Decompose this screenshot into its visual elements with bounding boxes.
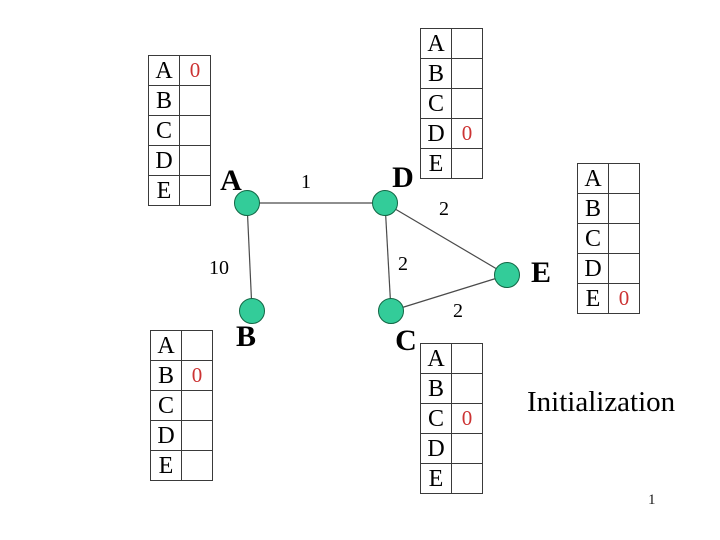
page-number: 1 [648,492,656,508]
distance-value-cell [452,59,483,89]
edge-c-e [390,274,508,312]
distance-value-cell [452,464,483,494]
distance-label-cell: B [421,374,452,404]
node-label-a: A [220,164,242,197]
distance-value-cell [452,374,483,404]
node-label-c: C [395,324,417,357]
distance-label-cell: B [578,194,609,224]
distance-label-cell: D [421,434,452,464]
distance-label-cell: D [149,146,180,176]
distance-label-cell: A [149,56,180,86]
distance-label-cell: E [578,284,609,314]
distance-value-cell [452,344,483,374]
distance-label-cell: A [421,344,452,374]
edge-a-b [246,202,253,312]
distance-table-c: A B C 0 D E [420,343,483,494]
distance-value-cell [609,224,640,254]
distance-label-cell: C [578,224,609,254]
distance-value-cell [452,149,483,179]
distance-table-a: A 0 B C D E [148,55,211,206]
distance-value-cell [452,29,483,59]
distance-label-cell: D [421,119,452,149]
node-a [234,190,260,216]
distance-label-cell: E [421,464,452,494]
node-label-e: E [530,256,552,289]
distance-label-cell: C [421,404,452,434]
distance-table-d: A B C D 0 E [420,28,483,179]
distance-label-cell: A [578,164,609,194]
distance-label-cell: B [151,361,182,391]
distance-label-cell: C [151,391,182,421]
edge-weight-a-b: 10 [209,257,229,279]
edge-weight-d-e: 2 [439,198,449,220]
distance-label-cell: E [149,176,180,206]
distance-value-cell: 0 [452,404,483,434]
distance-label-cell: A [421,29,452,59]
node-label-d: D [392,161,414,194]
distance-label-cell: E [421,149,452,179]
edge-weight-d-c: 2 [398,253,408,275]
distance-value-cell [452,89,483,119]
distance-label-cell: E [151,451,182,481]
distance-value-cell [180,86,211,116]
distance-table-e: A B C D E 0 [577,163,640,314]
distance-value-cell [609,164,640,194]
node-label-b: B [235,320,257,353]
distance-label-cell: D [578,254,609,284]
node-d [372,190,398,216]
edge-d-e [384,202,508,276]
node-c [378,298,404,324]
edge-weight-a-d: 1 [301,171,311,193]
distance-value-cell: 0 [452,119,483,149]
distance-value-cell [182,331,213,361]
distance-value-cell [452,434,483,464]
distance-value-cell [182,451,213,481]
distance-value-cell [180,176,211,206]
distance-value-cell: 0 [180,56,211,86]
distance-label-cell: B [149,86,180,116]
node-e [494,262,520,288]
distance-table-b: A B 0 C D E [150,330,213,481]
distance-value-cell: 0 [609,284,640,314]
edge-d-c [384,202,392,312]
distance-value-cell [182,421,213,451]
distance-label-cell: A [151,331,182,361]
slide-caption: Initialization [527,386,676,418]
distance-value-cell: 0 [182,361,213,391]
distance-value-cell [182,391,213,421]
distance-value-cell [609,254,640,284]
node-b [239,298,265,324]
distance-label-cell: C [421,89,452,119]
distance-label-cell: B [421,59,452,89]
distance-value-cell [180,116,211,146]
distance-label-cell: D [151,421,182,451]
distance-value-cell [180,146,211,176]
distance-value-cell [609,194,640,224]
edge-weight-c-e: 2 [453,300,463,322]
distance-label-cell: C [149,116,180,146]
